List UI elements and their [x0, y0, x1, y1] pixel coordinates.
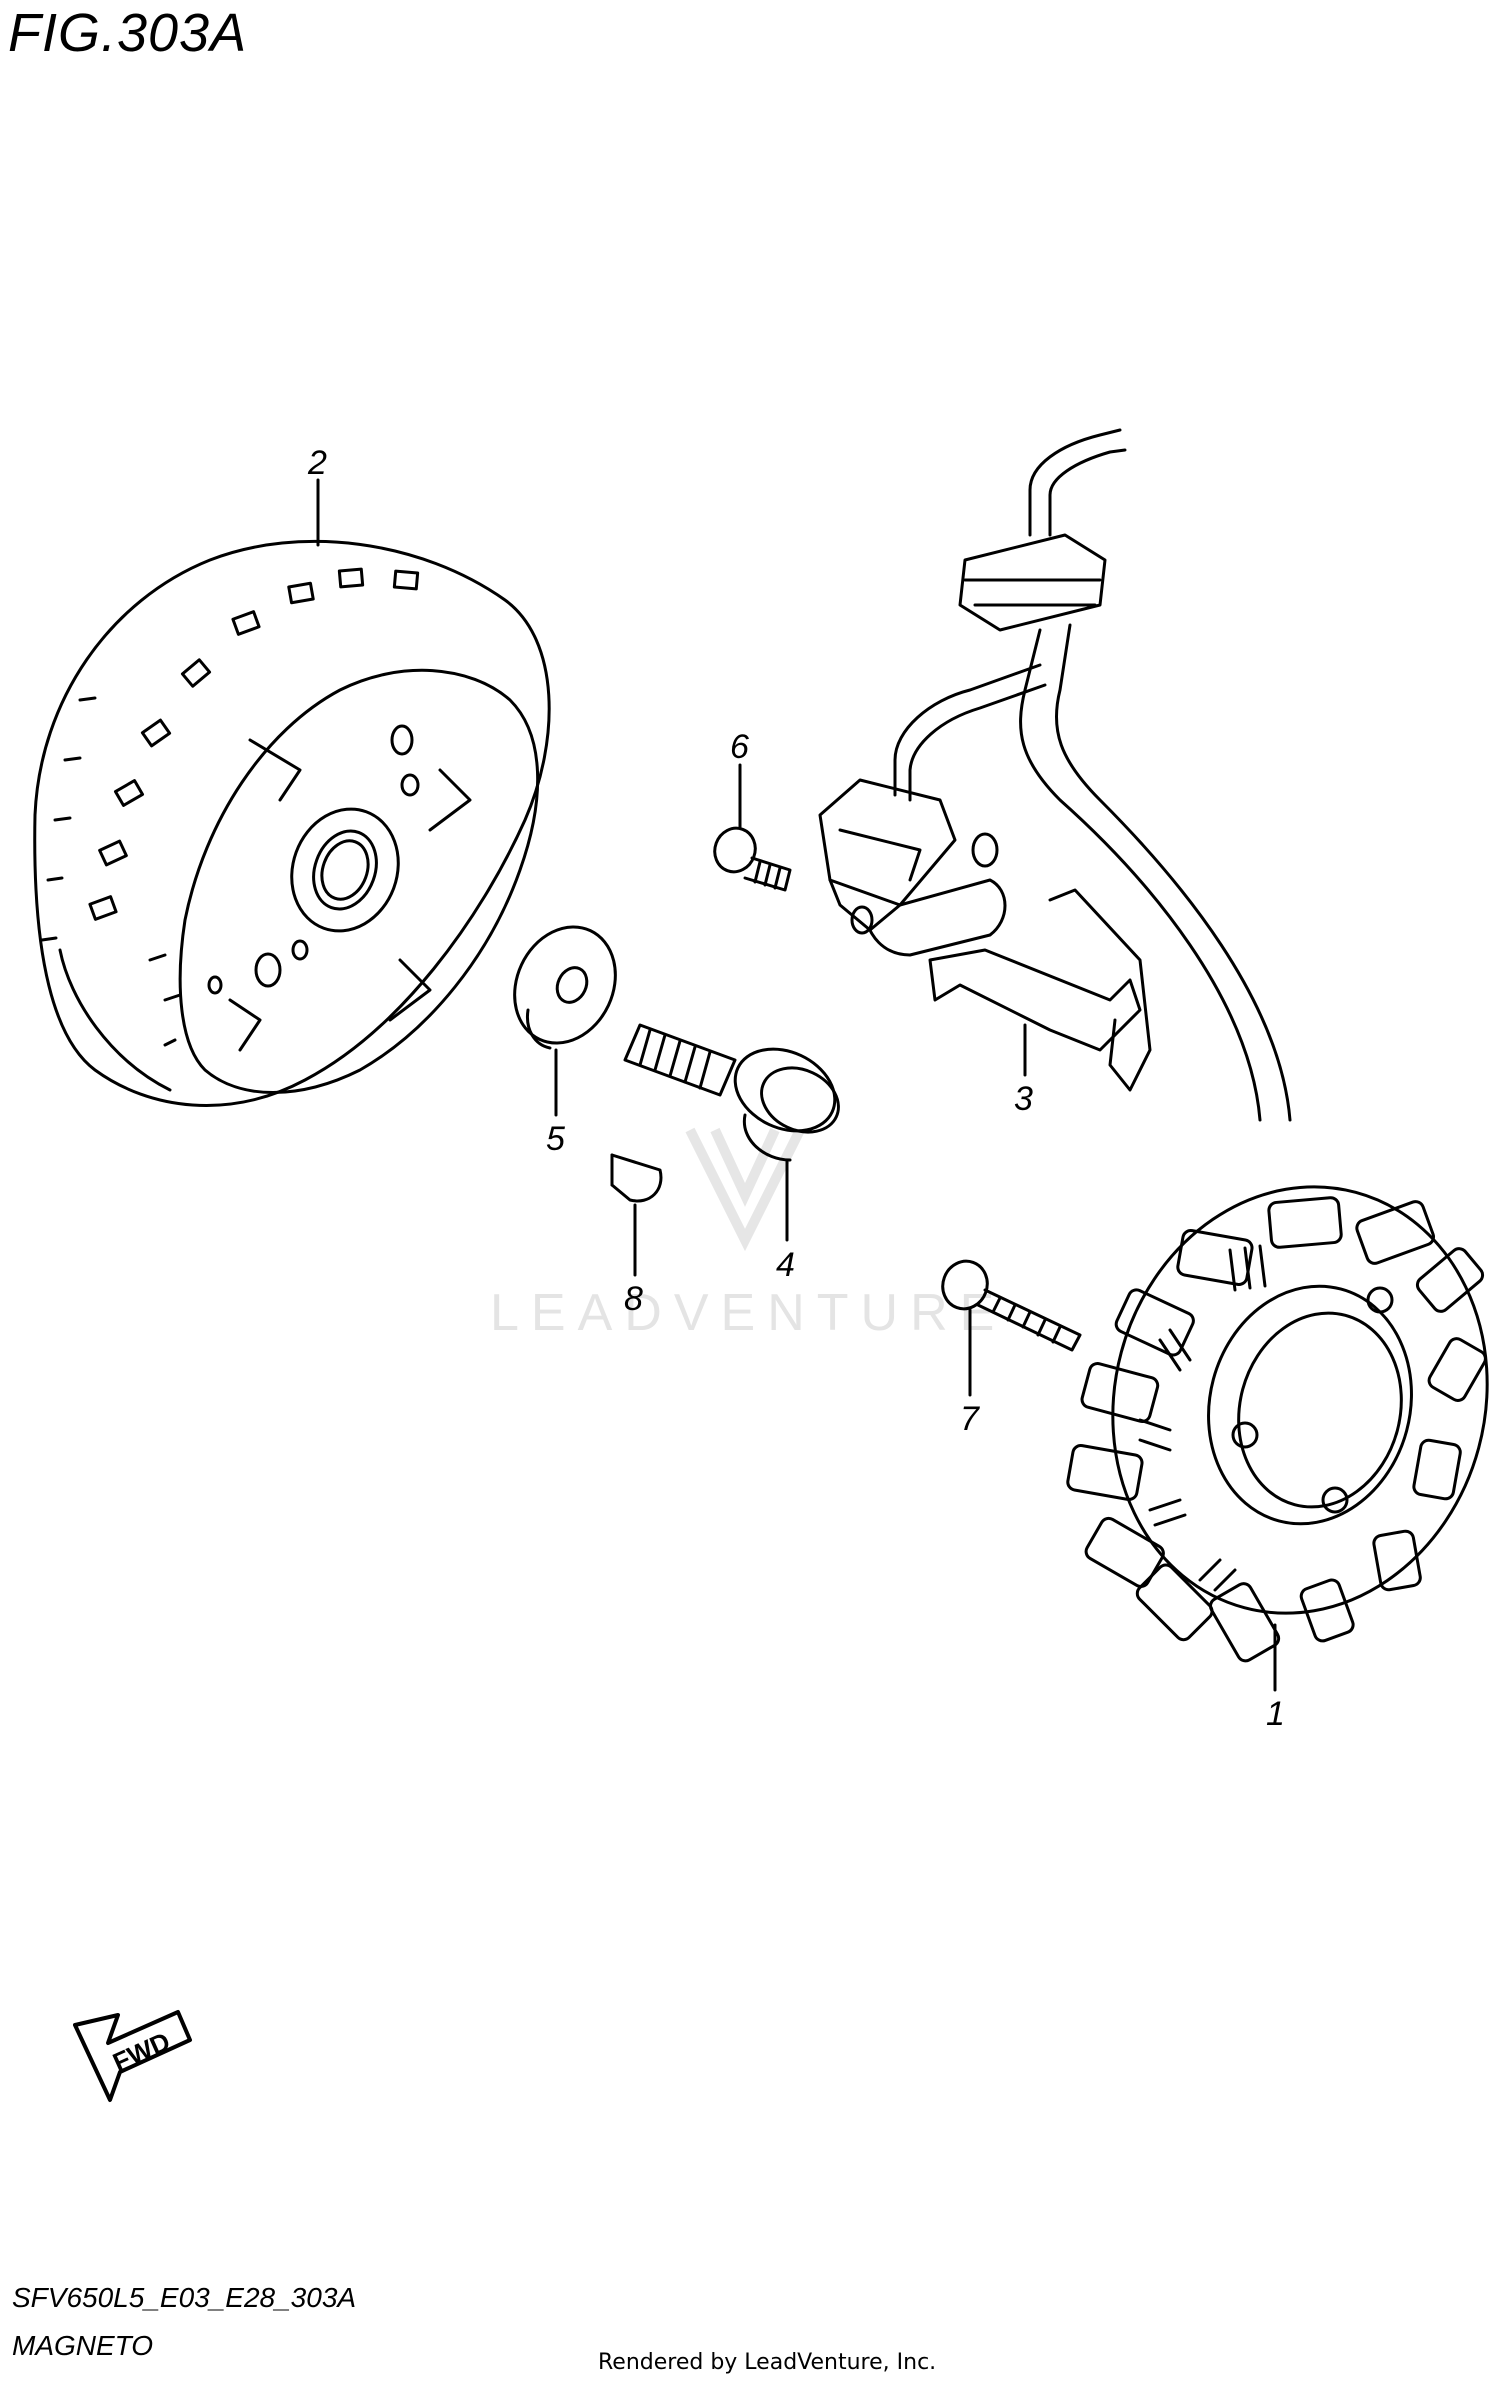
callout-number-8: 8 [624, 1280, 643, 1318]
washer [513, 925, 617, 1050]
watermark-brand: LEADVENTURE [490, 1284, 1006, 1342]
bolt-upper [713, 826, 792, 892]
callout-number-2: 2 [307, 444, 327, 482]
watermark: LEADVENTURE [490, 1127, 1006, 1342]
callout-number-1: 1 [1266, 1695, 1285, 1733]
figure-name: MAGNETO [12, 2330, 154, 2361]
watermark-logo [685, 1127, 805, 1252]
figure-code: SFV650L5_E03_E28_303A [12, 2282, 357, 2313]
wiring-harness [958, 428, 1292, 1122]
flywheel-rotor [33, 539, 551, 1107]
callout-number-6: 6 [730, 728, 749, 766]
rotor-bolt [623, 1023, 840, 1162]
callout-number-5: 5 [546, 1120, 565, 1158]
bolt-lower [941, 1259, 1082, 1352]
figure-title: FIG.303A [8, 3, 248, 63]
stator [1066, 1185, 1489, 1663]
callout-number-7: 7 [960, 1400, 980, 1438]
rendered-by-credit: Rendered by LeadVenture, Inc. [598, 2350, 937, 2375]
fwd-label: FWD [108, 2026, 174, 2077]
bracket [928, 888, 1152, 1092]
key [610, 1153, 663, 1203]
callout-number-3: 3 [1014, 1080, 1033, 1118]
pickup-sensor [818, 663, 1047, 957]
callout-number-4: 4 [776, 1246, 795, 1284]
fwd-direction-badge [73, 2010, 192, 2102]
